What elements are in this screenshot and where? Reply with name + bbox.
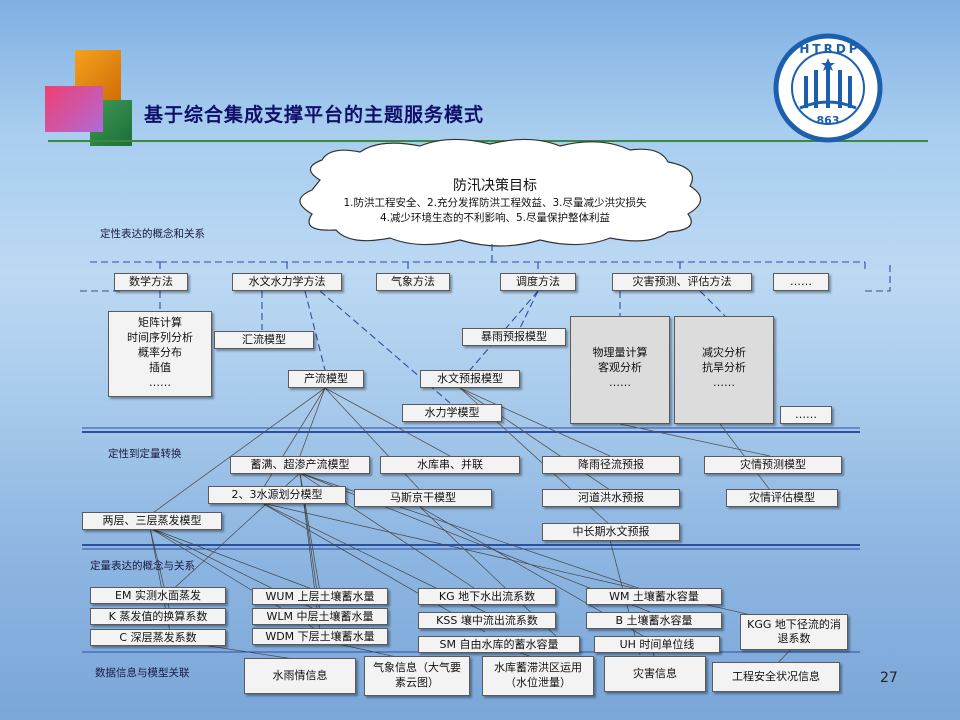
param-sm[interactable]: SM 自由水库的蓄水容量 [418,636,580,653]
mitigation-3: …… [713,376,735,389]
mitigation-1: 减灾分析 [702,346,746,359]
data-safety[interactable]: 工程安全状况信息 [712,662,840,692]
param-wdm[interactable]: WDM 下层土壤蓄水量 [252,628,388,645]
page-title: 基于综合集成支撑平台的主题服务模式 [144,104,485,126]
method-dispatch[interactable]: 调度方法 [500,273,576,291]
model-rainstorm[interactable]: 暴雨预报模型 [462,328,566,346]
physics-1: 物理量计算 [592,346,648,359]
layer-transition-label: 定性到定量转换 [108,448,182,460]
model-evap[interactable]: 两层、三层蒸发模型 [82,512,222,530]
data-disaster[interactable]: 灾害信息 [604,656,706,692]
mitigation-box[interactable]: 减灾分析 抗旱分析 …… [674,316,774,424]
param-k[interactable]: K 蒸发值的换算系数 [90,608,226,625]
data-rain[interactable]: 水雨情信息 [244,658,356,694]
physics-2: 客观分析 [598,361,642,374]
param-wlm[interactable]: WLM 中层土壤蓄水量 [252,608,388,625]
math-detail-4: 插值 [149,361,171,374]
method-hydro[interactable]: 水文水力学方法 [232,273,342,291]
physics-box[interactable]: 物理量计算 客观分析 …… [570,316,670,424]
goal-cloud-shape [299,138,702,247]
layer-quantitative-label: 定量表达的概念与关系 [90,560,195,572]
method-more[interactable]: …… [773,273,829,291]
goal-line-1: 1.防洪工程安全、2.充分发挥防洪工程效益、3.尽量减少洪灾损失 [343,197,647,209]
data-meteo[interactable]: 气象信息（大气要素云图） [364,656,470,696]
model-disaster-forecast[interactable]: 灾情预测模型 [704,456,842,474]
logo-text-top: HTRDP [799,42,861,56]
mitigation-2: 抗旱分析 [702,361,746,374]
model-reservoir[interactable]: 水库串、并联 [380,456,520,474]
param-em[interactable]: EM 实测水面蒸发 [90,587,226,604]
math-detail-3: 概率分布 [138,346,182,359]
model-runoff-gen[interactable]: 产流模型 [288,370,364,388]
math-detail-1: 矩阵计算 [138,316,182,329]
param-c[interactable]: C 深层蒸发系数 [90,629,226,646]
param-kg[interactable]: KG 地下水出流系数 [418,588,556,605]
model-mid-long[interactable]: 中长期水文预报 [542,523,680,541]
physics-3: …… [609,376,631,389]
model-hydraulics[interactable]: 水力学模型 [402,404,502,422]
model-runoff-confluence[interactable]: 汇流模型 [214,331,314,349]
model-muskingum[interactable]: 马斯京干模型 [354,489,492,507]
param-uh[interactable]: UH 时间单位线 [594,636,720,653]
method-disaster[interactable]: 灾害预测、评估方法 [612,273,752,291]
model-excess[interactable]: 蓄满、超渗产流模型 [230,456,370,474]
goal-line-2: 4.减少环境生态的不利影响、5.尽量保护整体利益 [379,212,611,224]
model-hydro-forecast[interactable]: 水文预报模型 [420,370,520,388]
model-rain-runoff[interactable]: 降雨径流预报 [542,456,680,474]
title-underline [48,140,928,142]
layer-qualitative-label: 定性表达的概念和关系 [100,228,205,240]
page-number: 27 [880,670,898,686]
param-kss[interactable]: KSS 壤中流出流系数 [418,612,556,629]
math-detail-5: …… [149,376,171,389]
param-b[interactable]: B 土壤蓄水容量 [586,612,722,629]
model-river-flood[interactable]: 河道洪水预报 [542,489,680,507]
layer-data-label: 数据信息与模型关联 [95,667,190,679]
method-math[interactable]: 数学方法 [114,273,188,291]
decor-pink-square [45,86,103,132]
math-detail-box[interactable]: 矩阵计算 时间序列分析 概率分布 插值 …… [108,311,212,397]
model-disaster-eval[interactable]: 灾情评估模型 [726,489,838,507]
model-three-source[interactable]: 2、3水源划分模型 [208,486,346,504]
goal-title: 防汛决策目标 [453,178,537,194]
math-detail-2: 时间序列分析 [127,331,193,344]
param-wum[interactable]: WUM 上层土壤蓄水量 [252,588,388,605]
method-meteo[interactable]: 气象方法 [376,273,450,291]
data-reservoir[interactable]: 水库蓄滞洪区运用（水位泄量） [482,656,594,696]
param-kgg[interactable]: KGG 地下径流的消退系数 [740,614,848,650]
param-wm[interactable]: WM 土壤蓄水容量 [586,588,722,605]
more-box-2[interactable]: …… [780,406,832,424]
goal-cloud: 防汛决策目标 1.防洪工程安全、2.充分发挥防洪工程效益、3.尽量减少洪灾损失 … [280,176,710,226]
logo-text-bottom: 863 [816,114,840,127]
